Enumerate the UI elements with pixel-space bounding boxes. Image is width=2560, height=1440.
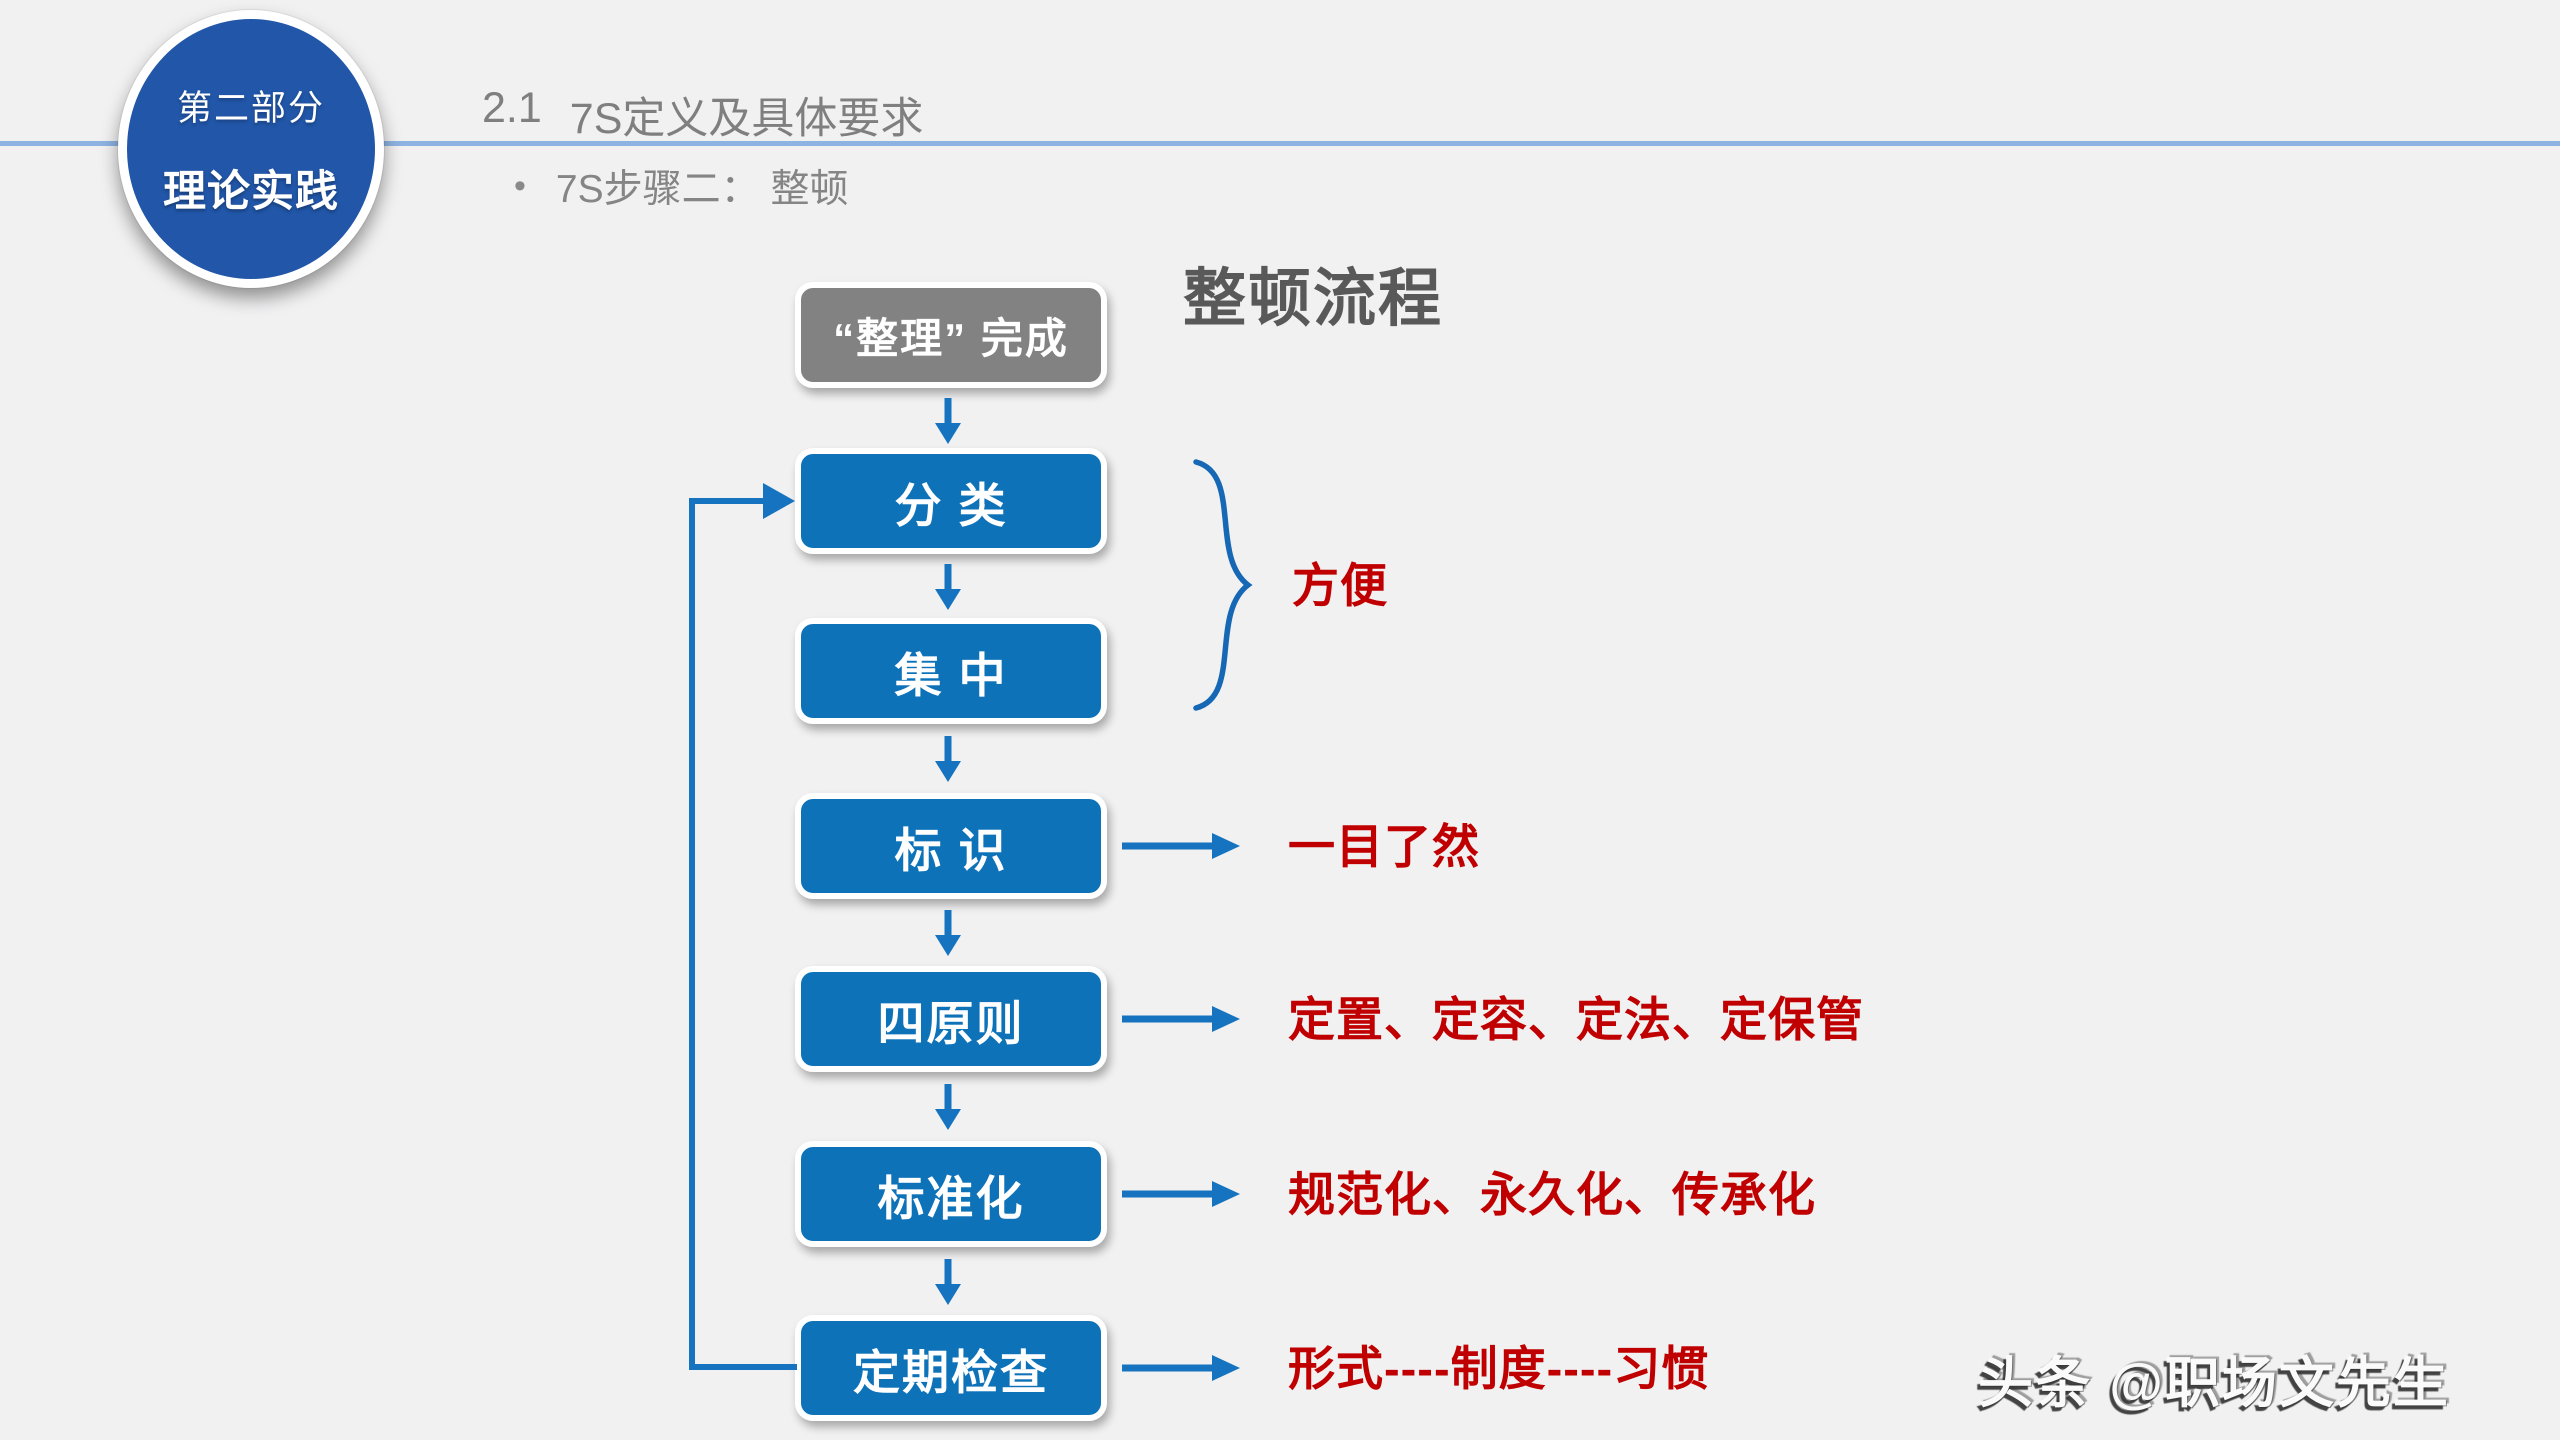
header-divider <box>0 141 2560 146</box>
flow-node-four-principles: 四原则 <box>795 966 1107 1072</box>
flow-node-periodic-check: 定期检查 <box>795 1315 1107 1421</box>
down-arrow-icon <box>935 910 961 956</box>
flow-node-label: 标准化 <box>877 1171 1025 1225</box>
right-arrow-icon <box>1122 1355 1240 1381</box>
note-mark: 一目了然 <box>1288 820 1480 873</box>
diagram-title: 整顿流程 <box>1183 264 1443 334</box>
note-four-principles: 定置、定容、定法、定保管 <box>1288 993 1864 1046</box>
badge-part-label: 第二部分 <box>176 88 325 128</box>
note-brace: 方便 <box>1292 559 1388 612</box>
flow-node-label: 集 中 <box>894 648 1008 702</box>
down-arrow-icon <box>935 398 961 444</box>
watermark: 头条 @职场文先生 <box>1978 1352 2450 1414</box>
loop-line-top <box>689 498 767 504</box>
right-arrow-icon <box>1122 833 1240 859</box>
flow-node-label: 定期检查 <box>853 1345 1049 1399</box>
note-standardize: 规范化、永久化、传承化 <box>1288 1168 1816 1221</box>
down-arrow-icon <box>935 1084 961 1130</box>
bullet-text: 7S步骤二： 整顿 <box>555 168 849 211</box>
flow-node-classify: 分 类 <box>795 448 1107 554</box>
flow-node-start: “整理” 完成 <box>795 282 1107 388</box>
flow-node-label: 标 识 <box>894 823 1008 877</box>
flow-node-concentrate: 集 中 <box>795 618 1107 724</box>
badge-title: 理论实践 <box>163 167 339 216</box>
section-number: 2.1 <box>482 84 542 132</box>
flow-node-standardize: 标准化 <box>795 1141 1107 1247</box>
down-arrow-icon <box>935 736 961 782</box>
down-arrow-icon <box>935 564 961 610</box>
bullet-icon: • <box>514 167 526 205</box>
flow-node-start-label: “整理” 完成 <box>833 314 1069 362</box>
flow-node-label: 四原则 <box>877 996 1025 1050</box>
section-badge: 第二部分 理论实践 <box>118 10 384 288</box>
flow-node-label: 分 类 <box>894 478 1008 532</box>
page-title: 2.1 7S定义及具体要求 <box>482 84 923 146</box>
loop-line-vertical <box>689 498 695 1370</box>
right-arrow-icon <box>1122 1181 1240 1207</box>
section-title: 7S定义及具体要求 <box>569 95 924 143</box>
flow-node-mark: 标 识 <box>795 793 1107 899</box>
brace-icon <box>1193 459 1253 711</box>
loop-line-bottom <box>689 1364 797 1370</box>
right-arrow-icon <box>1122 1006 1240 1032</box>
note-periodic-check: 形式----制度----习惯 <box>1288 1342 1710 1395</box>
loop-arrowhead-icon <box>763 483 795 519</box>
bullet-row: • 7S步骤二： 整顿 <box>514 158 848 214</box>
down-arrow-icon <box>935 1259 961 1305</box>
